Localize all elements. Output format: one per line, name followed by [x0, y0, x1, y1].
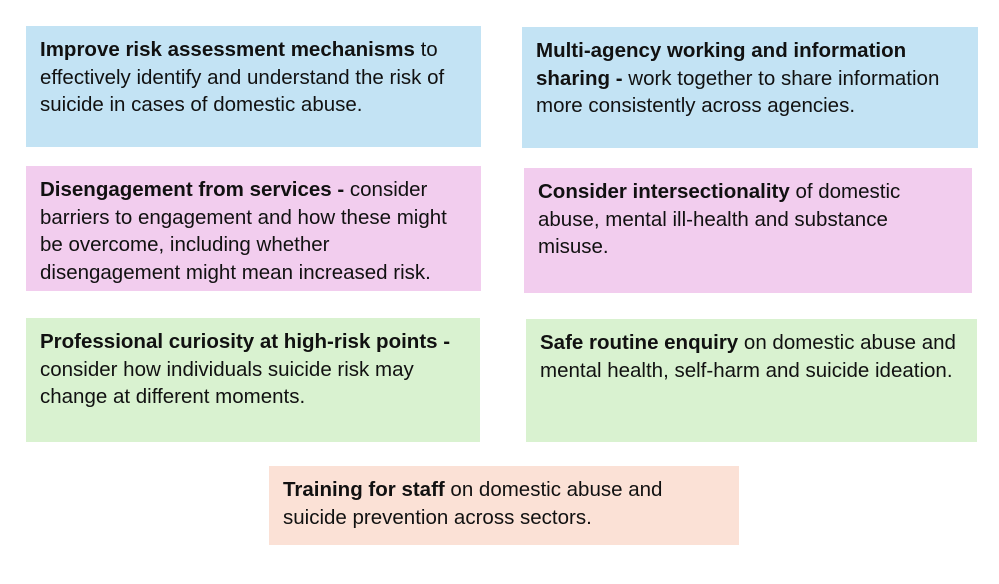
box-heading: Improve risk assessment mechanisms: [40, 38, 415, 61]
box-heading: Professional curiosity at high-risk poin…: [40, 330, 451, 353]
box-text: consider barriers to engagement and how …: [40, 178, 447, 284]
box-heading: Multi-agency working and information sha…: [536, 39, 907, 90]
box-professional-curiosity: Professional curiosity at high-risk poin…: [26, 318, 480, 442]
box-disengagement: Disengagement from services - consider b…: [26, 166, 481, 291]
box-heading: Disengagement from services -: [40, 178, 345, 201]
box-heading: Safe routine enquiry: [540, 331, 739, 354]
box-heading: Consider intersectionality: [538, 180, 790, 203]
box-text: work together to share information more …: [536, 66, 940, 118]
box-intersectionality: Consider intersectionality of domestic a…: [524, 168, 972, 293]
box-heading: Training for staff: [283, 478, 445, 501]
box-text: on domestic abuse and mental health, sel…: [540, 331, 956, 382]
box-risk-assessment: Improve risk assessment mechanisms to ef…: [26, 26, 481, 147]
box-text: of domestic abuse, mental ill-health and…: [538, 180, 901, 258]
box-safe-routine-enquiry: Safe routine enquiry on domestic abuse a…: [526, 319, 977, 442]
box-text: to effectively identify and understand t…: [40, 38, 445, 116]
box-multi-agency: Multi-agency working and information sha…: [522, 27, 978, 148]
box-training: Training for staff on domestic abuse and…: [269, 466, 739, 545]
box-text: consider how individuals suicide risk ma…: [40, 357, 414, 409]
box-text: on domestic abuse and suicide prevention…: [283, 478, 663, 529]
